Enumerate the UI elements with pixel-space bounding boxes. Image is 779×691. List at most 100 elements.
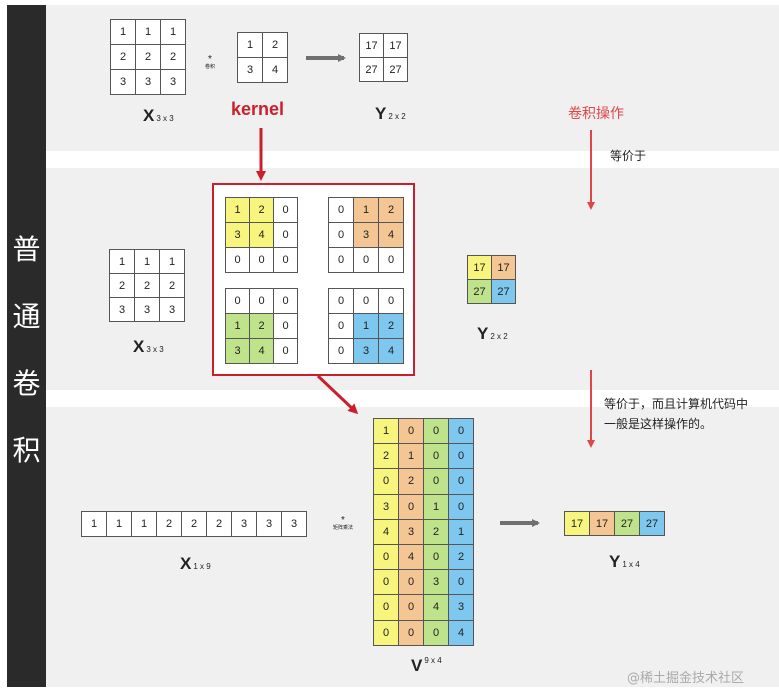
- matmul-operator: * 矩阵乘法: [328, 515, 358, 532]
- matrix-cell: 1: [238, 33, 263, 58]
- sidebar: 普 通 卷 积: [7, 5, 46, 687]
- matrix-cell: 0: [424, 444, 449, 470]
- matrix-cell: 3: [110, 298, 135, 322]
- operator-text: 卷积: [204, 64, 215, 70]
- matrix-cell: 27: [360, 58, 384, 82]
- matrix-cell: 2: [379, 314, 404, 339]
- matrix-cell: 17: [384, 34, 408, 58]
- matrix-cell: 1: [226, 198, 250, 223]
- matrix-cell: 3: [226, 339, 250, 364]
- matrix-cell: 0: [329, 289, 354, 314]
- matrix-cell: 17: [492, 256, 516, 280]
- matrix-cell: 4: [250, 339, 274, 364]
- label-sub: 3 x 3: [146, 345, 164, 354]
- row2-y-matrix: 17 17 27 27: [467, 255, 516, 304]
- matrix-cell: 0: [424, 469, 449, 495]
- matrix-cell: 0: [329, 314, 354, 339]
- matrix-cell: 0: [250, 289, 274, 314]
- matrix-cell: 2: [263, 33, 288, 58]
- matrix-cell: 2: [111, 45, 136, 70]
- matrix-cell: 2: [110, 274, 135, 298]
- matrix-cell: 2: [399, 469, 424, 495]
- matrix-cell: 0: [424, 544, 449, 571]
- matrix-cell: 4: [424, 595, 449, 621]
- matrix-cell: 17: [468, 256, 492, 280]
- matrix-cell: 0: [354, 248, 379, 273]
- label-sub: 1 x 9: [193, 562, 211, 571]
- matrix-cell: 4: [399, 544, 424, 571]
- matrix-cell: 17: [360, 34, 384, 58]
- equivalence-note-1: 等价于: [610, 149, 647, 163]
- matrix-cell: 4: [449, 620, 474, 646]
- matrix-cell: 2: [250, 198, 274, 223]
- label-sub: 2 x 2: [490, 332, 508, 341]
- matrix-cell: 0: [374, 570, 399, 596]
- matrix-cell: 0: [329, 198, 354, 223]
- vector-cell: 2: [182, 512, 207, 537]
- matrix-cell: 0: [274, 339, 298, 364]
- matrix-cell: 3: [160, 298, 185, 322]
- matrix-cell: 2: [160, 274, 185, 298]
- matrix-cell: 2: [424, 519, 449, 545]
- matrix-cell: 3: [226, 223, 250, 248]
- matrix-cell: 1: [374, 419, 399, 445]
- matrix-cell: 0: [274, 248, 298, 273]
- row3-v-matrix: 1 0 0 0 2 1 0 0 0 2 0 0 3 0 1 0 4 3 2 1 …: [373, 418, 474, 646]
- matrix-cell: 2: [250, 314, 274, 339]
- matrix-cell: 3: [424, 570, 449, 596]
- matrix-cell: 2: [161, 45, 186, 70]
- kernel-title: kernel: [231, 99, 285, 119]
- matrix-cell: 0: [449, 494, 474, 520]
- vector-cell: 27: [640, 512, 665, 536]
- padded-kernel-2: 0 1 2 0 3 4 0 0 0: [328, 197, 404, 273]
- matrix-cell: 4: [379, 339, 404, 364]
- label-sub: 2 x 2: [388, 112, 406, 121]
- label-sub: 3 x 3: [156, 114, 174, 123]
- matrix-cell: 0: [379, 289, 404, 314]
- matrix-cell: 27: [492, 280, 516, 304]
- vector-cell: 2: [157, 512, 182, 537]
- matrix-cell: 27: [468, 280, 492, 304]
- label-main: Y: [375, 104, 387, 123]
- matrix-cell: 0: [374, 544, 399, 571]
- padded-kernel-1: 1 2 0 3 4 0 0 0 0: [225, 197, 298, 273]
- matrix-cell: 0: [399, 419, 424, 445]
- sidebar-char: 普: [12, 233, 41, 266]
- matrix-cell: 3: [449, 595, 474, 621]
- vector-cell: 27: [615, 512, 640, 536]
- matrix-cell: 0: [226, 289, 250, 314]
- operator-symbol: *: [341, 515, 345, 526]
- matrix-cell: 4: [263, 58, 288, 83]
- matrix-cell: 0: [399, 595, 424, 621]
- matrix-cell: 1: [424, 494, 449, 520]
- matrix-cell: 0: [274, 223, 298, 248]
- convolution-operator: * 卷积: [198, 55, 222, 71]
- label-main: X: [143, 106, 155, 125]
- matrix-cell: 0: [329, 248, 354, 273]
- matrix-cell: 1: [226, 314, 250, 339]
- label-main: Y: [609, 552, 621, 571]
- padded-kernel-4: 0 0 0 0 1 2 0 3 4: [328, 288, 404, 364]
- matrix-cell: 27: [384, 58, 408, 82]
- matrix-cell: 1: [399, 444, 424, 470]
- equivalence-note-2: 等价于，而且计算机代码中 一般是这样操作的。: [604, 394, 748, 434]
- matrix-cell: 1: [160, 250, 185, 274]
- matrix-cell: 1: [135, 250, 160, 274]
- matrix-cell: 0: [449, 469, 474, 495]
- matrix-cell: 3: [136, 70, 161, 95]
- matrix-cell: 0: [226, 248, 250, 273]
- matrix-cell: 4: [379, 223, 404, 248]
- matrix-cell: 0: [379, 248, 404, 273]
- matrix-cell: 0: [449, 570, 474, 596]
- matrix-cell: 0: [250, 248, 274, 273]
- matrix-cell: 1: [354, 314, 379, 339]
- label-main: Y: [477, 324, 489, 343]
- matrix-cell: 0: [399, 494, 424, 520]
- padded-kernel-3: 0 0 0 1 2 0 3 4 0: [225, 288, 298, 364]
- matrix-cell: 0: [354, 289, 379, 314]
